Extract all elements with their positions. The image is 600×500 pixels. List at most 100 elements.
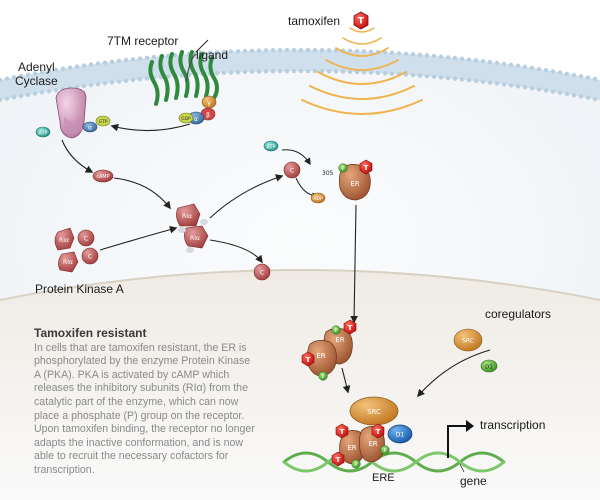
svg-text:T: T [340, 428, 345, 436]
membrane-lipid [319, 68, 325, 74]
membrane-lipid [144, 55, 150, 61]
src-free: SRC [453, 328, 483, 352]
svg-text:C: C [88, 254, 92, 261]
membrane-lipid [382, 71, 388, 76]
transcription-start-line [447, 425, 470, 458]
adp-molecule: ADP [310, 192, 326, 204]
membrane-lipid [95, 81, 101, 87]
membrane-lipid [284, 68, 290, 74]
membrane-lipid [53, 87, 59, 93]
membrane-lipid [487, 80, 493, 85]
dna-helix [282, 451, 506, 473]
membrane-lipid [389, 50, 395, 56]
ere-label: ERE [372, 472, 395, 484]
membrane-lipid [557, 70, 563, 75]
membrane-lipid [473, 78, 479, 84]
svg-text:GTP: GTP [99, 119, 108, 125]
membrane-lipid [347, 69, 353, 75]
membrane-lipid [536, 87, 542, 92]
membrane-lipid [109, 80, 115, 85]
membrane-lipid [249, 48, 255, 53]
membrane-lipid [326, 48, 332, 53]
svg-text:RIα: RIα [190, 235, 200, 242]
membrane-lipid [452, 76, 458, 81]
svg-text:C: C [260, 270, 264, 277]
membrane-lipid [256, 48, 262, 53]
svg-text:β: β [206, 112, 210, 119]
membrane-lipid [431, 74, 437, 79]
er-dimer-nuclear: ER ER P T T P [301, 319, 357, 381]
svg-text:ER: ER [335, 336, 344, 344]
membrane-lipid [25, 72, 31, 77]
explanation-panel: Tamoxifen resistant In cells that are ta… [34, 326, 256, 478]
membrane-lipid [431, 53, 437, 59]
membrane-lipid [109, 59, 115, 64]
membrane-lipid [249, 69, 255, 74]
membrane-lipid [242, 69, 248, 75]
membrane-lipid [438, 54, 444, 59]
pka-holoenzyme-inactive: RIα RIα C C [54, 227, 99, 273]
membrane-lipid [361, 49, 367, 54]
membrane-lipid [60, 66, 66, 71]
membrane-lipid [473, 58, 479, 63]
membrane-lipid [116, 79, 122, 84]
membrane-lipid [333, 69, 339, 74]
membrane-lipid [480, 79, 486, 84]
membrane-lipid [445, 75, 451, 81]
svg-text:cAMP: cAMP [97, 174, 110, 180]
svg-text:T: T [358, 17, 365, 27]
membrane-lipid [508, 62, 514, 68]
membrane-lipid [529, 86, 535, 91]
membrane-lipid [361, 70, 367, 75]
svg-text:ADP: ADP [313, 196, 323, 202]
membrane-lipid [459, 56, 465, 61]
membrane-lipid [25, 92, 31, 98]
membrane-lipid [74, 64, 80, 69]
svg-text:T: T [376, 428, 381, 436]
membrane-lipid [557, 90, 563, 95]
svg-text:RIα: RIα [182, 213, 192, 220]
membrane-lipid [375, 70, 381, 76]
svg-text:T: T [306, 356, 311, 364]
svg-text:ATP: ATP [38, 131, 47, 137]
svg-text:ATP: ATP [266, 145, 275, 151]
membrane-lipid [32, 91, 38, 96]
membrane-lipid [522, 64, 528, 70]
membrane-lipid [459, 77, 465, 82]
membrane-lipid [18, 93, 24, 99]
pka-regulatory-dimer: RIα RIα [176, 203, 209, 253]
membrane-lipid [39, 69, 45, 75]
svg-text:SRC: SRC [462, 338, 474, 345]
membrane-lipid [228, 49, 234, 54]
protein-kinase-a-label: Protein Kinase A [35, 282, 124, 296]
membrane-lipid [277, 68, 283, 74]
membrane-lipid [585, 95, 591, 100]
membrane-lipid [515, 84, 521, 89]
arrow-release-c-bottom [209, 239, 263, 264]
svg-text:D1: D1 [396, 432, 405, 439]
membrane-lipid [137, 77, 143, 82]
ligand-pointer [195, 39, 209, 53]
membrane-lipid [214, 50, 220, 55]
atp-molecule-right: ATP [263, 140, 279, 152]
membrane-lipid [354, 69, 360, 75]
membrane-lipid [550, 89, 556, 94]
transcription-complex: SRC D1 ER ER T T T P P [331, 396, 413, 469]
membrane-lipid [340, 69, 346, 74]
svg-text:P: P [383, 448, 386, 454]
membrane-lipid [151, 54, 157, 60]
membrane-lipid [95, 61, 101, 66]
membrane-lipid [291, 47, 297, 53]
arrow-atp-to-er [281, 149, 311, 166]
membrane-lipid [256, 69, 262, 74]
7tm-receptor [148, 50, 219, 106]
membrane-lipid [571, 92, 577, 98]
membrane-lipid [130, 77, 136, 83]
nucleus [0, 270, 600, 500]
membrane-lipid [11, 75, 17, 80]
arrow-camp-to-pka [113, 177, 171, 210]
arrow-er-into-nucleus [350, 204, 358, 324]
svg-text:SRC: SRC [367, 408, 381, 416]
membrane-lipid [494, 81, 500, 86]
